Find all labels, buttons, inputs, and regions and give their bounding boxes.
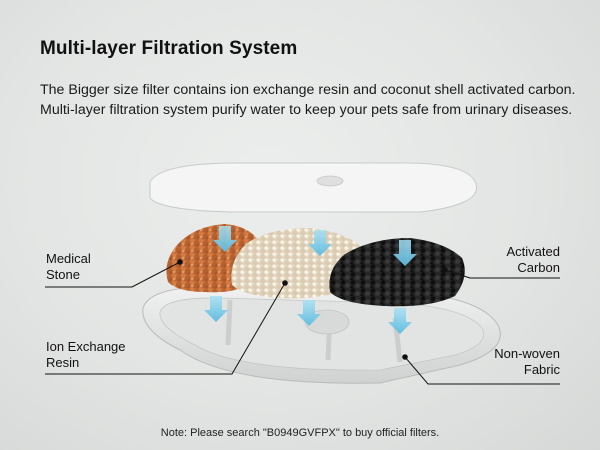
- label-ion-exchange-resin-line1: Ion Exchange: [46, 339, 126, 354]
- label-medical-stone-line1: Medical: [46, 251, 91, 266]
- arrow-down-icon: [393, 240, 417, 266]
- activated-carbon-granules: [329, 238, 465, 307]
- leader-line-medical-stone: [45, 261, 181, 288]
- top-filter-pad: [149, 162, 477, 213]
- label-non-woven-fabric-line1: Non-woven: [494, 346, 560, 361]
- filter-tray: [142, 286, 501, 384]
- label-activated-carbon: Activated Carbon: [507, 244, 560, 276]
- label-ion-exchange-resin: Ion Exchange Resin: [46, 339, 126, 371]
- leader-line-activated-carbon: [444, 269, 560, 279]
- arrow-down-icon: [388, 308, 412, 334]
- label-ion-exchange-resin-line2: Resin: [46, 355, 80, 370]
- arrow-down-icon: [297, 300, 321, 326]
- water-flow-arrows: [204, 226, 417, 334]
- description-text: The Bigger size filter contains ion exch…: [40, 82, 576, 118]
- label-activated-carbon-line2: Carbon: [517, 260, 560, 275]
- page-title: Multi-layer Filtration System: [40, 38, 298, 59]
- leader-line-ion-exchange-resin: [45, 282, 286, 375]
- footer-note: Note: Please search "B0949GVFPX" to buy …: [160, 427, 440, 439]
- leader-lines: [45, 259, 560, 385]
- label-medical-stone-line2: Stone: [46, 267, 80, 282]
- arrow-down-icon: [213, 226, 237, 252]
- label-medical-stone: Medical Stone: [46, 251, 91, 283]
- label-non-woven-fabric-line2: Fabric: [523, 362, 560, 377]
- arrow-down-icon: [308, 230, 332, 256]
- arrow-down-icon: [204, 296, 228, 322]
- label-non-woven-fabric: Non-woven Fabric: [494, 346, 560, 378]
- leader-line-non-woven-fabric: [404, 356, 560, 385]
- label-activated-carbon-line1: Activated: [506, 244, 560, 259]
